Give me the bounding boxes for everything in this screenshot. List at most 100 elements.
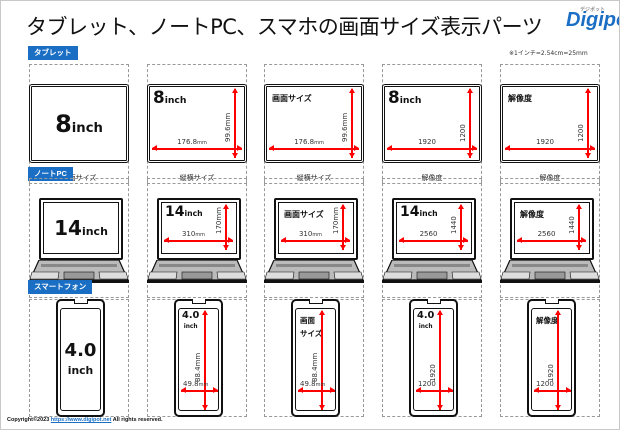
width-value: 49.8 [300,380,316,388]
laptop-keyboard-icon [500,259,600,290]
inch-number: 8 [153,87,165,107]
arrowhead-right-icon [581,237,586,243]
width-value: 2560 [537,230,556,238]
screen-title: 解像度 [536,316,559,325]
arrowhead-left-icon [269,145,274,151]
height-arrow [204,311,206,410]
arrowhead-left-icon [281,237,286,243]
width-label: 176.8mm [267,138,351,146]
screen-size-value: 14inch [400,205,438,219]
screen-title: 解像度 [508,94,532,103]
inch-unit: inch [419,209,438,218]
arrowhead-right-icon [590,145,595,151]
arrowhead-up-icon [584,88,591,93]
width-arrow [505,148,595,150]
width-arrow [152,148,242,150]
width-label: 2560 [515,230,578,238]
arrowhead-up-icon [436,310,443,315]
arrowhead-right-icon [354,145,359,151]
screen-title: 画面サイズ [272,94,312,103]
width-value: 310 [181,230,196,238]
arrowhead-up-icon [339,204,346,209]
screen-size-value: 14inch [54,218,108,238]
width-label: 49.8mm [183,380,208,388]
width-unit: mm [315,382,326,388]
width-value: 176.8 [177,138,198,146]
logo-text: Digipot [566,9,619,31]
height-arrow [557,311,559,410]
laptop-keyboard-icon [264,259,364,290]
width-arrow [534,390,571,392]
arrowhead-up-icon [457,204,464,209]
arrowhead-down-icon [554,405,561,410]
site-link[interactable]: https://www.digipot.net [50,417,112,423]
arrowhead-down-icon [318,405,325,410]
arrowhead-down-icon [466,153,473,158]
arrowhead-left-icon [387,145,392,151]
phone-notch [191,299,206,304]
arrowhead-right-icon [330,387,335,393]
width-arrow [517,240,586,242]
inch-number: 4.0 [182,310,200,321]
laptop-keyboard-icon [147,259,247,290]
inch-unit: inch [71,120,103,136]
arrowhead-left-icon [164,237,169,243]
height-label: 99.6mm [341,112,349,142]
width-label: 2560 [397,230,460,238]
inch-unit: inch [183,323,198,330]
inch-unit: inch [81,225,108,238]
arrowhead-right-icon [237,145,242,151]
arrowhead-left-icon [399,237,404,243]
screen-title: 解像度 [520,210,544,219]
phone-notch [426,299,441,304]
width-unit: mm [198,382,209,388]
inch-unit: inch [418,323,433,330]
section-label-phone: スマートフォン [28,280,93,294]
copyright-text: Copyright©2023 [7,417,51,423]
screen-size-value: 4.0 inch [182,311,199,331]
arrowhead-left-icon [505,145,510,151]
arrowhead-right-icon [345,237,350,243]
height-arrow [469,89,471,158]
width-arrow [164,240,233,242]
logo-subtext: デジポット [580,7,606,13]
section-label-laptop: ノートPC [28,167,73,181]
width-label: 1200 [536,380,554,388]
height-arrow [342,205,344,250]
arrowhead-right-icon [472,145,477,151]
arrowhead-left-icon [181,387,186,393]
height-arrow [587,89,589,158]
width-unit: mm [312,232,323,238]
height-arrow [321,311,323,410]
arrowhead-up-icon [201,310,208,315]
width-label: 1200 [418,380,436,388]
arrowhead-down-icon [339,245,346,250]
width-unit: mm [197,140,207,146]
width-label: 310mm [279,230,342,238]
width-value: 1920 [418,138,436,146]
width-label: 1920 [385,138,469,146]
rights-text: All rights reserved. [111,417,163,423]
page-title: タブレット、ノートPC、スマホの画面サイズ表示パーツ [26,15,543,39]
width-value: 2560 [419,230,438,238]
width-unit: mm [195,232,206,238]
height-arrow [234,89,236,158]
